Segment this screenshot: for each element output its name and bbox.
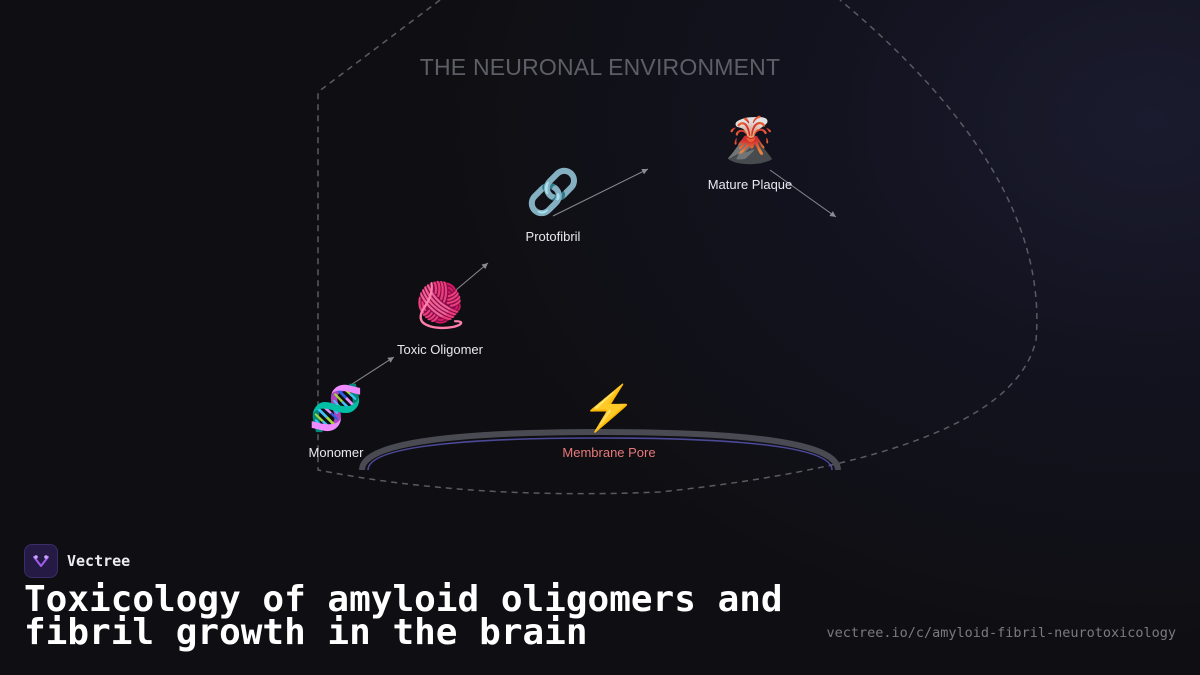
node-mature-plaque: 🌋 Mature Plaque [680,115,820,192]
node-membrane-pore: ⚡ Membrane Pore [539,383,679,460]
node-toxic-oligomer: 🧶 Toxic Oligomer [370,280,510,357]
arrow-protofibril-to-plaque [552,168,649,217]
brand-name: Vectree [67,552,131,570]
dna-icon: 🧬 [308,384,364,433]
yarn-icon: 🧶 [412,281,468,330]
diagram-canvas [317,0,1038,495]
cell-membrane-outer [359,428,841,471]
chain-link-icon: 🔗 [525,168,581,217]
neuron-boundary [317,0,1038,495]
diagram-title: THE NEURONAL ENVIRONMENT [419,54,781,80]
node-label-toxic-oligomer: Toxic Oligomer [397,342,483,357]
arrow-plaque-outward [769,169,837,218]
lightning-icon: ⚡ [581,384,637,433]
brand[interactable]: Vectree [24,544,130,578]
arrow-monomer-to-oligomer [345,356,395,389]
vectree-logo-icon [24,544,58,578]
node-label-mature-plaque: Mature Plaque [707,177,793,192]
node-label-protofibril: Protofibril [525,229,581,244]
node-monomer: 🧬 Monomer [266,383,406,460]
node-label-membrane-pore: Membrane Pore [562,445,656,460]
page-title: Toxicology of amyloid oligomers and fibr… [24,579,783,653]
volcano-icon: 🌋 [722,116,778,165]
cell-membrane-inner [367,437,833,471]
page-url-link[interactable]: vectree.io/c/amyloid-fibril-neurotoxicol… [826,625,1177,641]
node-protofibril: 🔗 Protofibril [483,167,623,244]
arrow-oligomer-to-protofibril [455,262,489,291]
node-label-monomer: Monomer [308,445,364,460]
